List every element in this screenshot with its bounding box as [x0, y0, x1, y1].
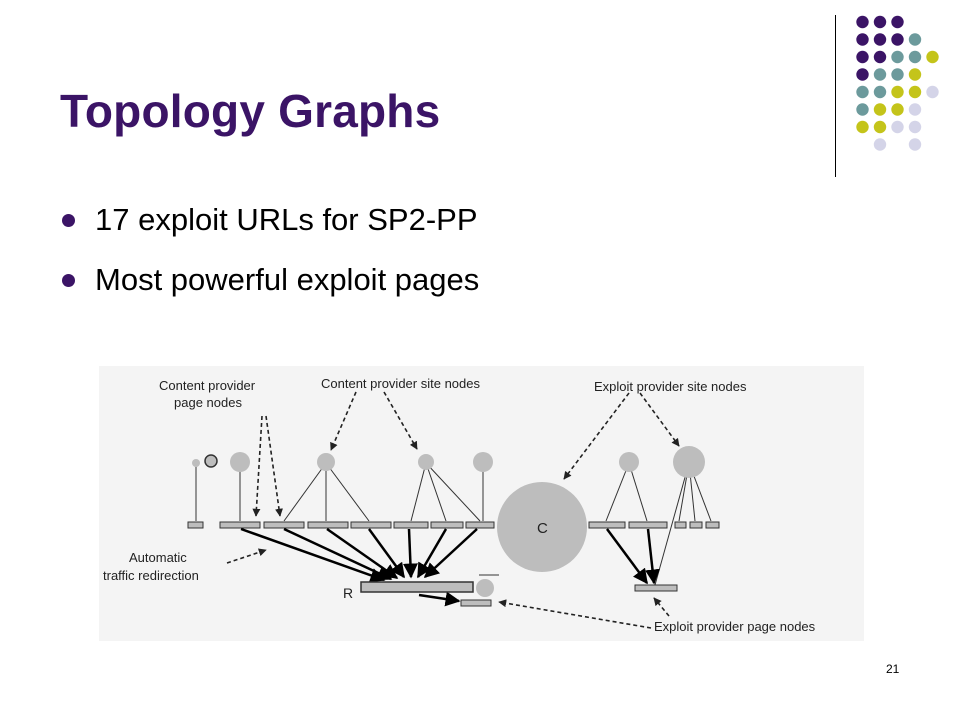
decorative-dot [856, 33, 869, 46]
page-node [628, 521, 668, 529]
decorative-vertical-line [835, 15, 836, 177]
decorative-dot [891, 103, 904, 116]
node-r-label: R [343, 585, 353, 601]
bullet-text: Most powerful exploit pages [95, 262, 480, 297]
decorative-dot-grid [856, 15, 939, 151]
decorative-dot [908, 68, 922, 81]
content-site-nodes [192, 452, 493, 472]
decorative-dot [891, 68, 904, 81]
decorative-dot [856, 50, 869, 64]
decorative-dot [856, 85, 869, 99]
page-node [350, 521, 392, 529]
label-auto-redirect-line1: Automatic [129, 550, 187, 565]
decorative-dot [873, 50, 887, 64]
exploit-page-nodes [588, 521, 720, 529]
page-node [674, 521, 687, 529]
site-node [192, 459, 200, 467]
bullet-text: 17 exploit URLs for SP2-PP [95, 202, 478, 237]
decorative-dot [891, 120, 904, 134]
site-node [673, 446, 705, 478]
decorative-dot [873, 103, 887, 116]
site-node [230, 452, 250, 472]
decorative-dot [856, 68, 869, 81]
page-node [588, 521, 626, 529]
site-node [204, 454, 218, 468]
page-node [430, 521, 464, 529]
page-node [187, 521, 204, 529]
redirection-arrows [240, 527, 660, 607]
page-node [307, 521, 349, 529]
slide-page-number: 21 [886, 662, 900, 676]
decorative-dot [908, 103, 922, 116]
page-node [465, 521, 495, 529]
bullet-dot-icon [62, 273, 75, 287]
decorative-dot [891, 33, 904, 46]
content-page-nodes [187, 521, 495, 529]
decorative-dot [856, 103, 869, 116]
site-node [476, 579, 494, 597]
bullet-item: Most powerful exploit pages [62, 250, 479, 310]
topology-diagram-svg: C [103, 376, 816, 634]
site-node [619, 452, 639, 472]
node-c-label: C [537, 520, 548, 537]
bullet-item: 17 exploit URLs for SP2-PP [62, 190, 479, 250]
site-node [317, 453, 335, 471]
page-node [705, 521, 720, 529]
decorative-dot [891, 50, 904, 64]
decorative-dot [856, 15, 869, 29]
page-node [634, 584, 678, 592]
decorative-dot [873, 33, 887, 46]
decorative-dot [873, 85, 887, 99]
label-content-site-nodes: Content provider site nodes [321, 376, 480, 391]
exploit-site-nodes [619, 446, 705, 478]
decorative-dot [908, 50, 922, 64]
central-node-c [497, 482, 587, 572]
redirect-node-r [360, 581, 474, 593]
decorative-dot [908, 85, 922, 99]
label-exploit-page-nodes: Exploit provider page nodes [654, 619, 816, 634]
site-node [473, 452, 493, 472]
decorative-dot [926, 85, 939, 99]
page-node [219, 521, 261, 529]
slide-title: Topology Graphs [60, 85, 441, 137]
label-exploit-site-nodes: Exploit provider site nodes [594, 379, 747, 394]
decorative-dot [873, 120, 887, 134]
topology-diagram: C [99, 366, 864, 641]
page-node [263, 521, 305, 529]
page-node [689, 521, 703, 529]
site-node [418, 454, 434, 470]
decorative-dot [926, 50, 939, 64]
annotation-arrows [226, 391, 680, 629]
decorative-dot [908, 33, 922, 46]
label-content-page-nodes-line1: Content provider [159, 378, 256, 393]
page-node [393, 521, 429, 529]
decorative-dot [856, 120, 869, 134]
decorative-dot [908, 120, 922, 134]
bullet-list: 17 exploit URLs for SP2-PP Most powerful… [62, 190, 479, 310]
decorative-dot [908, 138, 922, 151]
label-auto-redirect-line2: traffic redirection [103, 568, 199, 583]
decorative-dot [873, 15, 887, 29]
decorative-dot [873, 138, 887, 151]
decorative-dot [873, 68, 887, 81]
decorative-dot [891, 85, 904, 99]
decorative-dot [891, 15, 904, 29]
page-node [460, 599, 492, 607]
label-content-page-nodes-line2: page nodes [174, 395, 242, 410]
bullet-dot-icon [62, 213, 75, 227]
